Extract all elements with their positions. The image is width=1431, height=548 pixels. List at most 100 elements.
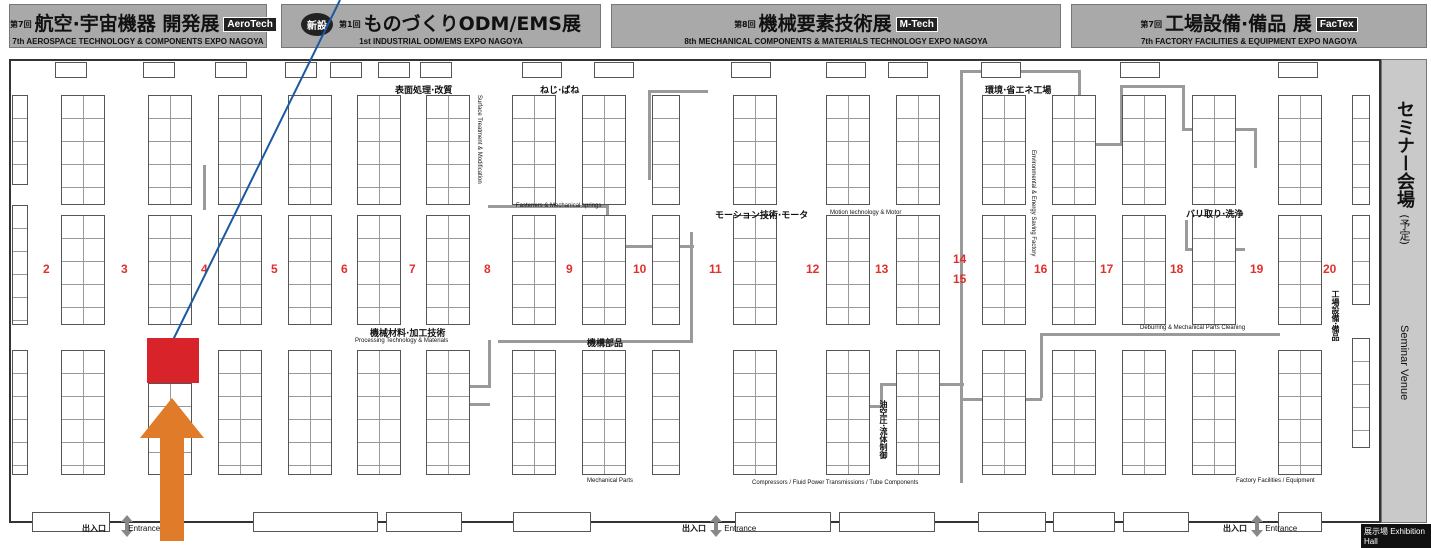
booth-column bbox=[582, 215, 626, 325]
booth-column bbox=[61, 95, 105, 205]
booth-column bbox=[1352, 338, 1370, 448]
new-badge: 新設 bbox=[301, 13, 334, 36]
booth-bottom bbox=[386, 512, 462, 532]
route-line bbox=[1120, 85, 1185, 88]
booth-column bbox=[896, 215, 940, 325]
booth-top bbox=[594, 62, 634, 78]
booth-top bbox=[143, 62, 175, 78]
booth-column bbox=[982, 350, 1026, 475]
booth-top bbox=[285, 62, 317, 78]
route-line bbox=[584, 245, 694, 248]
zone-label-motion-en: Motion technology & Motor bbox=[830, 210, 902, 216]
zone-label-energy: 環境·省エネ工場 bbox=[985, 86, 1052, 96]
entrance-label: 出入口 Entrance bbox=[682, 524, 757, 533]
header-title: 工場設備·備品 展 bbox=[1165, 13, 1312, 35]
booth-top bbox=[330, 62, 362, 78]
booth-column bbox=[357, 350, 401, 475]
aisle-number: 16 bbox=[1034, 262, 1048, 276]
aisle-number: 6 bbox=[341, 262, 348, 276]
booth-top bbox=[888, 62, 928, 78]
booth-bottom bbox=[735, 512, 831, 532]
booth-column bbox=[982, 215, 1026, 325]
booth-bottom bbox=[1053, 512, 1115, 532]
booth-bottom bbox=[978, 512, 1046, 532]
zone-label-factory-jp: 工場設備·備品 bbox=[1331, 290, 1340, 342]
booth-column bbox=[12, 205, 28, 325]
booth-column bbox=[288, 350, 332, 475]
entrance-arrow-icon bbox=[121, 515, 133, 537]
header-title: 機械要素技術展 bbox=[758, 13, 892, 35]
booth-bottom bbox=[32, 512, 110, 532]
booth-column bbox=[61, 350, 105, 475]
entrance-arrow-icon bbox=[1251, 515, 1263, 537]
route-line bbox=[690, 232, 693, 342]
aisle-number: 17 bbox=[1100, 262, 1114, 276]
booth-column bbox=[357, 215, 401, 325]
booth-column bbox=[582, 350, 626, 475]
aisle-number: 15 bbox=[953, 272, 967, 286]
booth-column bbox=[218, 215, 262, 325]
zone-label-surface: 表面処理·改質 bbox=[395, 86, 453, 96]
zone-label-fluid-jp: 油空圧·流体制御 bbox=[879, 400, 888, 460]
zone-label-mech-parts: 機構部品 bbox=[587, 339, 624, 349]
header-subtitle: 8th MECHANICAL COMPONENTS & MATERIALS TE… bbox=[684, 37, 988, 46]
booth-column bbox=[218, 350, 262, 475]
aisle-number: 5 bbox=[271, 262, 278, 276]
booth-column bbox=[582, 95, 626, 205]
booth-column bbox=[512, 95, 556, 205]
route-line bbox=[488, 205, 608, 208]
booth-column bbox=[826, 215, 870, 325]
up-arrow-icon bbox=[140, 398, 204, 541]
aisle-number: 14 bbox=[953, 252, 967, 266]
zone-label-processing: 機械材料·加工技術 bbox=[370, 329, 446, 339]
booth-top bbox=[981, 62, 1021, 78]
booth-column bbox=[652, 95, 680, 205]
route-line bbox=[1078, 143, 1123, 146]
aisle-number: 11 bbox=[709, 262, 722, 276]
booth-column bbox=[733, 215, 777, 325]
header-subtitle: 7th FACTORY FACILITIES & EQUIPMENT EXPO … bbox=[1140, 37, 1358, 46]
header-title: ものづくりODM/EMS展 bbox=[363, 13, 581, 35]
aisle-number: 8 bbox=[484, 262, 491, 276]
highlighted-booth-marker[interactable] bbox=[147, 338, 199, 383]
booth-column bbox=[1122, 350, 1166, 475]
aisle-number: 19 bbox=[1250, 262, 1264, 276]
zone-label-screws: ねじ·ばね bbox=[540, 86, 580, 96]
booth-top bbox=[215, 62, 247, 78]
booth-column bbox=[1278, 95, 1322, 205]
aisle-number: 3 bbox=[121, 262, 128, 276]
zone-label-compressors-en: Compressors / Fluid Power Transmissions … bbox=[752, 480, 919, 486]
route-line bbox=[498, 340, 693, 343]
header-odm-ems: 新設第1回ものづくりODM/EMS展 1st INDUSTRIAL ODM/EM… bbox=[281, 4, 601, 48]
zone-label-deburr-en: Deburring & Mechanical Parts Cleaning bbox=[1140, 325, 1246, 331]
booth-column bbox=[148, 215, 192, 325]
header-ordinal: 第7回 bbox=[10, 20, 32, 29]
booth-column bbox=[733, 350, 777, 475]
zone-label-screws-en: Fasteners & Mechanical springs bbox=[516, 203, 602, 209]
zone-label-factory-en: Factory Facilities / Equipment bbox=[1236, 478, 1315, 484]
booth-column bbox=[1192, 215, 1236, 325]
zone-label-processing-en: Processing Technology & Materials bbox=[355, 338, 449, 344]
aisle-number: 13 bbox=[875, 262, 889, 276]
exhibition-hall bbox=[9, 59, 1381, 523]
route-line bbox=[1182, 85, 1185, 130]
booth-column bbox=[1052, 350, 1096, 475]
booth-column bbox=[12, 95, 28, 185]
aisle-number: 10 bbox=[633, 262, 647, 276]
booth-column bbox=[1122, 215, 1166, 325]
route-line bbox=[1040, 333, 1043, 398]
booth-column bbox=[1052, 215, 1096, 325]
booth-column bbox=[1352, 215, 1370, 305]
route-line bbox=[203, 165, 206, 210]
route-line bbox=[1040, 333, 1280, 336]
seminar-venue-tentative: (予定) bbox=[1398, 214, 1411, 245]
zone-label-energy-en: Environmental & Energy Saving Factory bbox=[1030, 150, 1036, 257]
entrance-arrow-icon bbox=[710, 515, 722, 537]
booth-column bbox=[1192, 350, 1236, 475]
booth-bottom bbox=[513, 512, 591, 532]
booth-bottom bbox=[839, 512, 935, 532]
booth-column bbox=[218, 95, 262, 205]
